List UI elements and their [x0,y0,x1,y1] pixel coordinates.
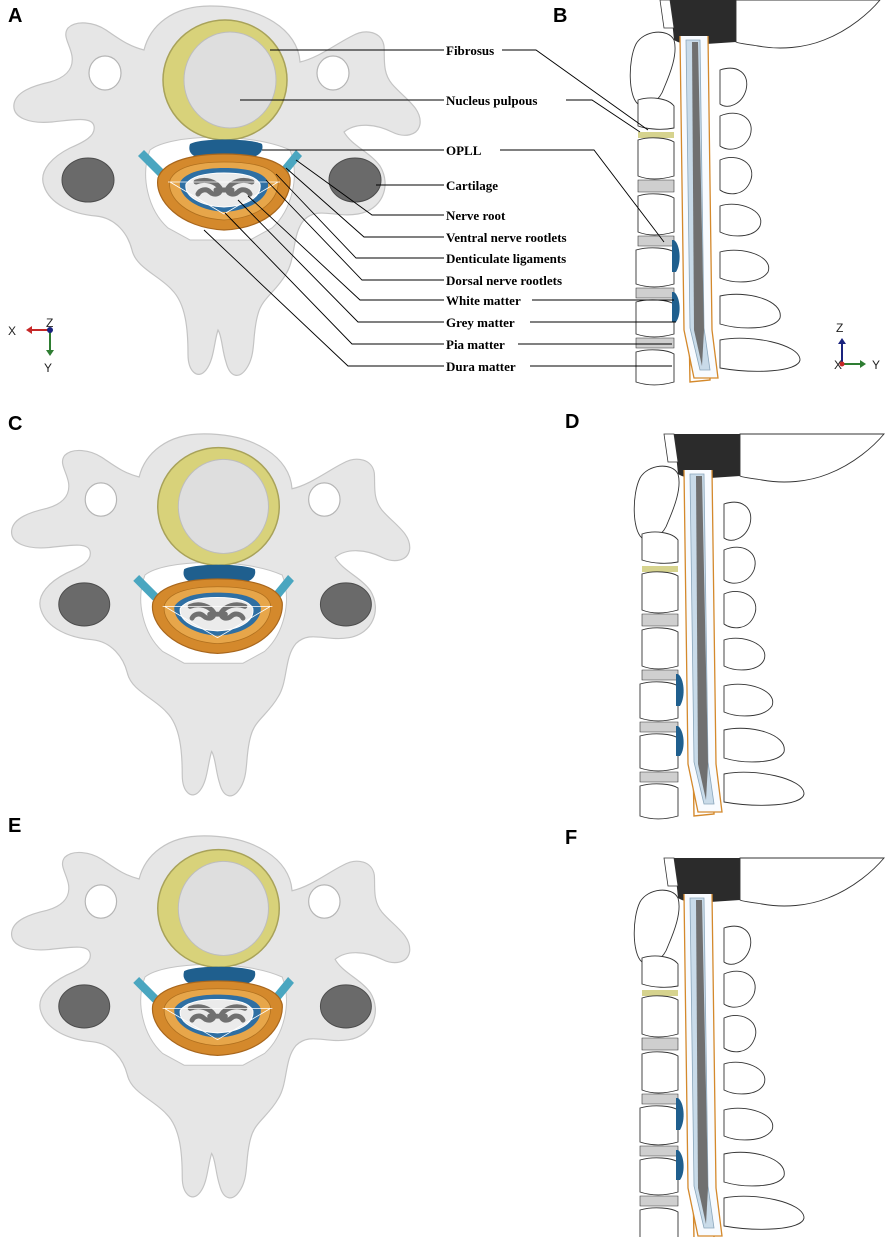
label-pia-matter: Pia matter [446,337,505,352]
axis-b-y-label: Y [872,358,880,372]
label-grey-matter: Grey matter [446,315,515,330]
panel-letter-f: F [565,827,577,849]
panel-c-axial-vertebra [12,434,410,796]
panel-letter-b: B [553,5,567,27]
label-nerve-root: Nerve root [446,208,506,223]
panel-d-sagittal-spine [633,433,885,820]
axis-a-z-label: Z [46,316,53,330]
label-dorsal-nerve-rootlets: Dorsal nerve rootlets [446,273,562,288]
panel-a-axial-vertebra [14,6,420,375]
panel-e-axial-vertebra [12,836,410,1198]
axis-triad-b: Z X Y [834,321,880,372]
axis-b-z-label: Z [836,321,843,335]
panel-letter-d: D [565,411,579,433]
leader-lines [203,49,676,367]
label-nucleus-pulpous: Nucleus pulpous [446,93,537,108]
panel-letter-a: A [8,5,22,27]
structure-labels: Fibrosus Nucleus pulpous OPLL Cartilage … [446,43,567,374]
axis-a-y-label: Y [44,361,52,375]
label-dura-matter: Dura matter [446,359,516,374]
axis-triad-a: X Z Y [8,316,54,375]
panel-letter-c: C [8,413,22,435]
label-opll: OPLL [446,143,482,158]
label-ventral-nerve-rootlets: Ventral nerve rootlets [446,230,567,245]
panel-letter-e: E [8,815,21,837]
axis-b-x-label: X [834,358,842,372]
axis-a-x-label: X [8,324,16,338]
label-cartilage: Cartilage [446,178,498,193]
label-white-matter: White matter [446,293,521,308]
label-fibrosus: Fibrosus [446,43,494,58]
label-denticulate-ligaments: Denticulate ligaments [446,251,566,266]
panel-f-sagittal-spine [633,857,885,1237]
